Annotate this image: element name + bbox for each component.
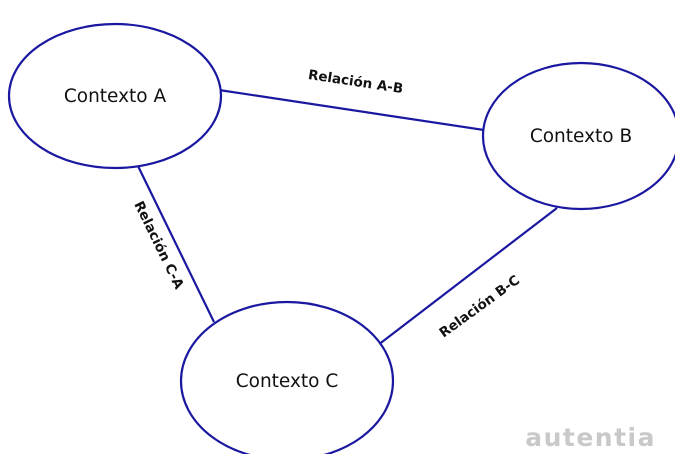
edge-c-a-label: Relación C-A [130, 199, 187, 293]
node-c-label: Contexto C [236, 371, 339, 392]
edge-b-c [377, 207, 558, 346]
node-b-ellipse [481, 61, 675, 211]
node-a-label: Contexto A [64, 86, 167, 107]
edge-a-b-label: Relación A-B [307, 67, 404, 97]
edge-a-b [218, 88, 485, 132]
node-a-ellipse [7, 22, 223, 170]
node-b-label: Contexto B [530, 126, 632, 147]
node-contexto-c: Contexto C [179, 300, 395, 454]
edge-b-c-label: Relación B-C [436, 272, 523, 341]
autentia-watermark: autentia [525, 423, 656, 452]
node-contexto-b: Contexto B [481, 61, 675, 211]
edge-c-a [136, 163, 215, 323]
node-c-ellipse [179, 300, 395, 454]
node-contexto-a: Contexto A [7, 22, 223, 170]
